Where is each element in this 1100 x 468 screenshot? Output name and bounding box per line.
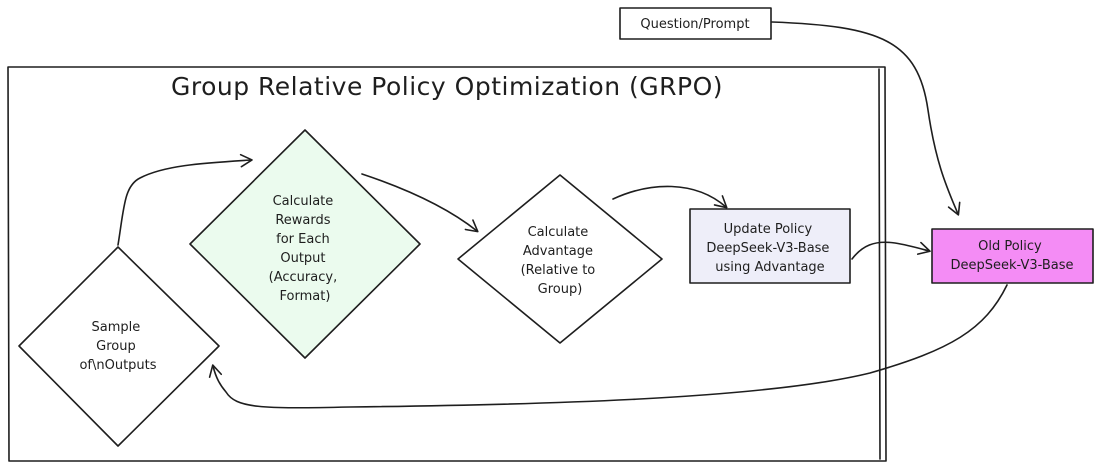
arrow-advantage-to-update bbox=[612, 185, 728, 209]
update-line-3: using Advantage bbox=[715, 260, 824, 275]
sample-node[interactable]: Sample Group of\nOutputs bbox=[18, 246, 220, 447]
old-policy-node[interactable]: Old Policy DeepSeek-V3-Base bbox=[931, 228, 1094, 284]
svg-text:Old Policy DeepSeek-V3-B: Old Policy DeepSeek-V3-Base bbox=[950, 239, 1073, 273]
old-policy-line-1: Old Policy bbox=[978, 239, 1042, 254]
sample-line-1: Sample bbox=[92, 320, 141, 335]
svg-text:Calculate Rewards: Calculate Rewards for Each Output (Accur… bbox=[269, 194, 342, 304]
arrow-sample-to-rewards bbox=[117, 153, 253, 246]
rewards-diamond bbox=[189, 129, 421, 359]
rewards-line-3: for Each bbox=[276, 232, 330, 247]
rewards-line-1: Calculate bbox=[273, 194, 334, 209]
prompt-node[interactable]: Question/Prompt bbox=[619, 7, 772, 40]
advantage-line-1: Calculate bbox=[528, 225, 589, 240]
sample-line-2: Group bbox=[96, 339, 136, 354]
update-node[interactable]: Update Policy DeepSeek-V3-Base using Adv… bbox=[689, 208, 851, 284]
prompt-label: Question/Prompt bbox=[640, 17, 749, 32]
update-line-2: DeepSeek-V3-Base bbox=[706, 241, 829, 256]
arrow-old-policy-to-sample bbox=[208, 284, 1008, 409]
svg-text:Update Policy DeepSeek-V: Update Policy DeepSeek-V3-Base using Adv… bbox=[706, 222, 833, 275]
grpo-frame bbox=[7, 66, 887, 462]
svg-text:Sample Group of\nO: Sample Group of\nOutputs bbox=[79, 320, 156, 373]
arrow-rewards-to-advantage bbox=[361, 173, 479, 233]
advantage-line-4: Group) bbox=[538, 282, 583, 297]
update-box bbox=[689, 208, 851, 284]
old-policy-box bbox=[931, 228, 1094, 284]
svg-text:Question/Prompt: Question/Prompt bbox=[640, 17, 749, 32]
arrow-update-to-old-policy bbox=[851, 241, 931, 260]
rewards-line-4: Output bbox=[280, 251, 325, 266]
sample-diamond bbox=[18, 246, 220, 447]
advantage-line-2: Advantage bbox=[523, 244, 593, 259]
grpo-title: Group Relative Policy Optimization (GRPO… bbox=[171, 72, 723, 101]
rewards-line-5: (Accuracy, bbox=[269, 270, 338, 285]
old-policy-line-2: DeepSeek-V3-Base bbox=[950, 258, 1073, 273]
rewards-line-6: Format) bbox=[280, 289, 331, 304]
update-line-1: Update Policy bbox=[724, 222, 813, 237]
prompt-box bbox=[619, 7, 772, 40]
advantage-diamond bbox=[457, 174, 663, 344]
arrow-prompt-to-old-policy bbox=[771, 21, 961, 216]
rewards-node[interactable]: Calculate Rewards for Each Output (Accur… bbox=[189, 129, 421, 359]
sample-line-3: of\nOutputs bbox=[79, 358, 156, 373]
advantage-node[interactable]: Calculate Advantage (Relative to Group) bbox=[457, 174, 663, 344]
svg-text:Calculate Advantage: Calculate Advantage (Relative to Group) bbox=[521, 225, 600, 297]
advantage-line-3: (Relative to bbox=[521, 263, 596, 278]
rewards-line-2: Rewards bbox=[275, 213, 330, 228]
